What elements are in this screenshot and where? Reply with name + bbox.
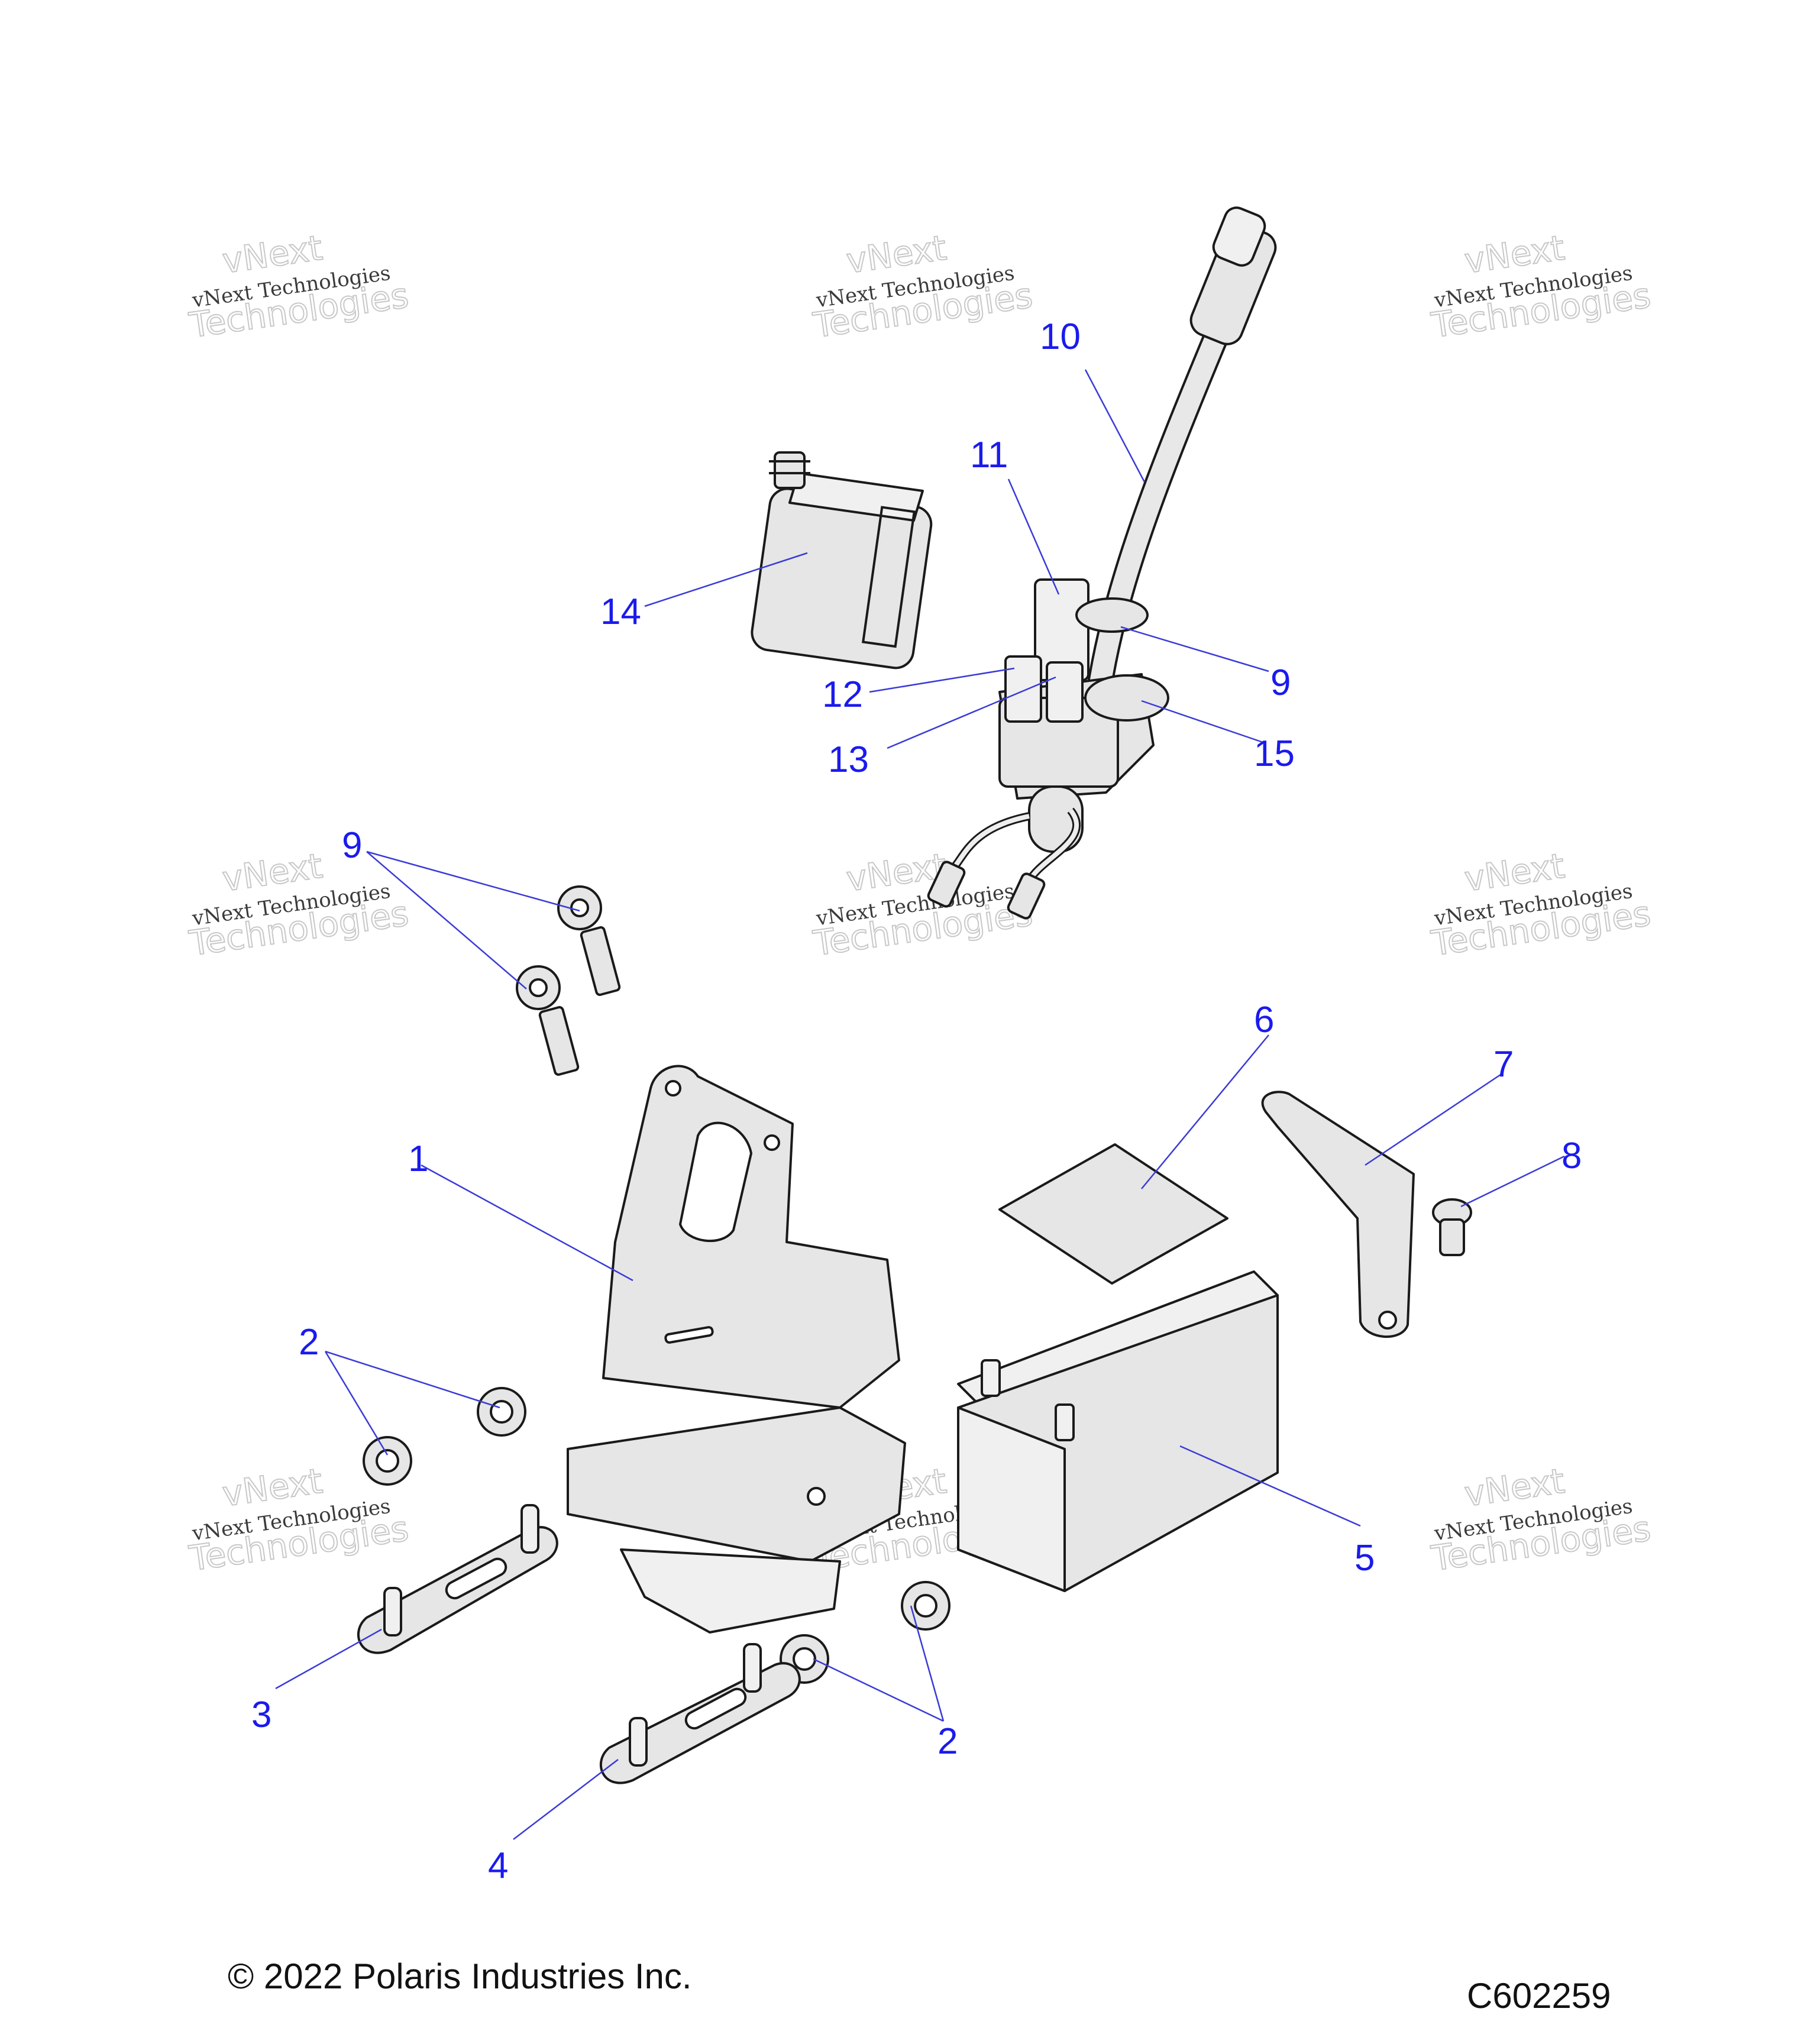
part-fuse-holder-assembly [927, 578, 1169, 920]
part-2-flange-nuts [363, 1387, 950, 1684]
leader-7 [1365, 1072, 1503, 1166]
part-10-harness-cable [1084, 206, 1277, 717]
leader-2a [325, 1350, 500, 1409]
leader-5 [1179, 1445, 1361, 1527]
callout-1: 1 [408, 1139, 428, 1179]
callout-3: 3 [251, 1694, 271, 1735]
leader-1 [421, 1164, 633, 1282]
callout-7: 7 [1493, 1044, 1514, 1085]
part-8-screw [1432, 1198, 1472, 1256]
leader-10 [1084, 369, 1146, 483]
leader-2b [910, 1605, 945, 1722]
leader-13 [887, 676, 1056, 749]
part-4-stud-plate [599, 1643, 801, 1784]
part-13-fuse [1046, 661, 1084, 723]
leader-3 [275, 1628, 382, 1690]
leader-11 [1007, 478, 1060, 595]
part-5-battery [957, 1270, 1279, 1592]
leader-2b [813, 1658, 944, 1722]
part-6-pad [998, 1143, 1228, 1285]
callout-6: 6 [1254, 1000, 1274, 1040]
leader-9a [366, 850, 580, 912]
part-15-clip [1084, 674, 1169, 722]
callout-13: 13 [828, 739, 869, 780]
leader-8 [1460, 1155, 1565, 1208]
callout-2-right: 2 [937, 1721, 958, 1762]
leader-6 [1141, 1034, 1269, 1189]
watermark-top-right: vNext vNext Technologies Technologies [1428, 227, 1654, 347]
part-12-fuse [1004, 655, 1042, 723]
part-7-hold-down-strap [1261, 1091, 1415, 1338]
callout-12: 12 [822, 674, 863, 715]
leader-2a [324, 1351, 389, 1456]
leader-9a [366, 851, 527, 989]
diagram-id: C602259 [1467, 1976, 1611, 2016]
callout-9-right: 9 [1270, 662, 1291, 703]
part-1-battery-bracket [567, 1065, 906, 1634]
part-3-stud-plate [357, 1504, 558, 1654]
leader-lines [275, 369, 1565, 1840]
leader-4 [513, 1759, 619, 1840]
copyright-notice: © 2022 Polaris Industries Inc. [228, 1956, 692, 1996]
leader-12 [869, 667, 1015, 693]
callout-2-left: 2 [299, 1322, 319, 1363]
watermark-bottom-right: vNext vNext Technologies Technologies [1428, 1460, 1654, 1580]
watermark-mid-center: vNext vNext Technologies Technologies [810, 845, 1036, 965]
callout-14: 14 [600, 591, 641, 632]
callout-9-left: 9 [342, 825, 362, 866]
callout-8: 8 [1561, 1136, 1582, 1176]
leader-9b [1120, 626, 1269, 672]
callout-10: 10 [1040, 316, 1081, 357]
callout-11: 11 [970, 435, 1008, 476]
part-9-clip [1075, 597, 1149, 633]
leader-14 [644, 552, 808, 607]
callout-4: 4 [488, 1845, 508, 1886]
callout-5: 5 [1354, 1538, 1375, 1579]
part-14-charger-module [751, 451, 933, 670]
callout-labels: 1 2 2 3 4 5 6 7 8 9 9 10 11 12 13 14 15 [251, 316, 1582, 1886]
leader-15 [1141, 700, 1263, 743]
watermark-top-left: vNext vNext Technologies Technologies [186, 227, 412, 347]
callout-15: 15 [1254, 733, 1295, 774]
watermark-top-center: vNext vNext Technologies Technologies [810, 227, 1036, 347]
watermark-mid-right: vNext vNext Technologies Technologies [1428, 845, 1654, 965]
part-9-clip-screws [516, 885, 621, 1076]
